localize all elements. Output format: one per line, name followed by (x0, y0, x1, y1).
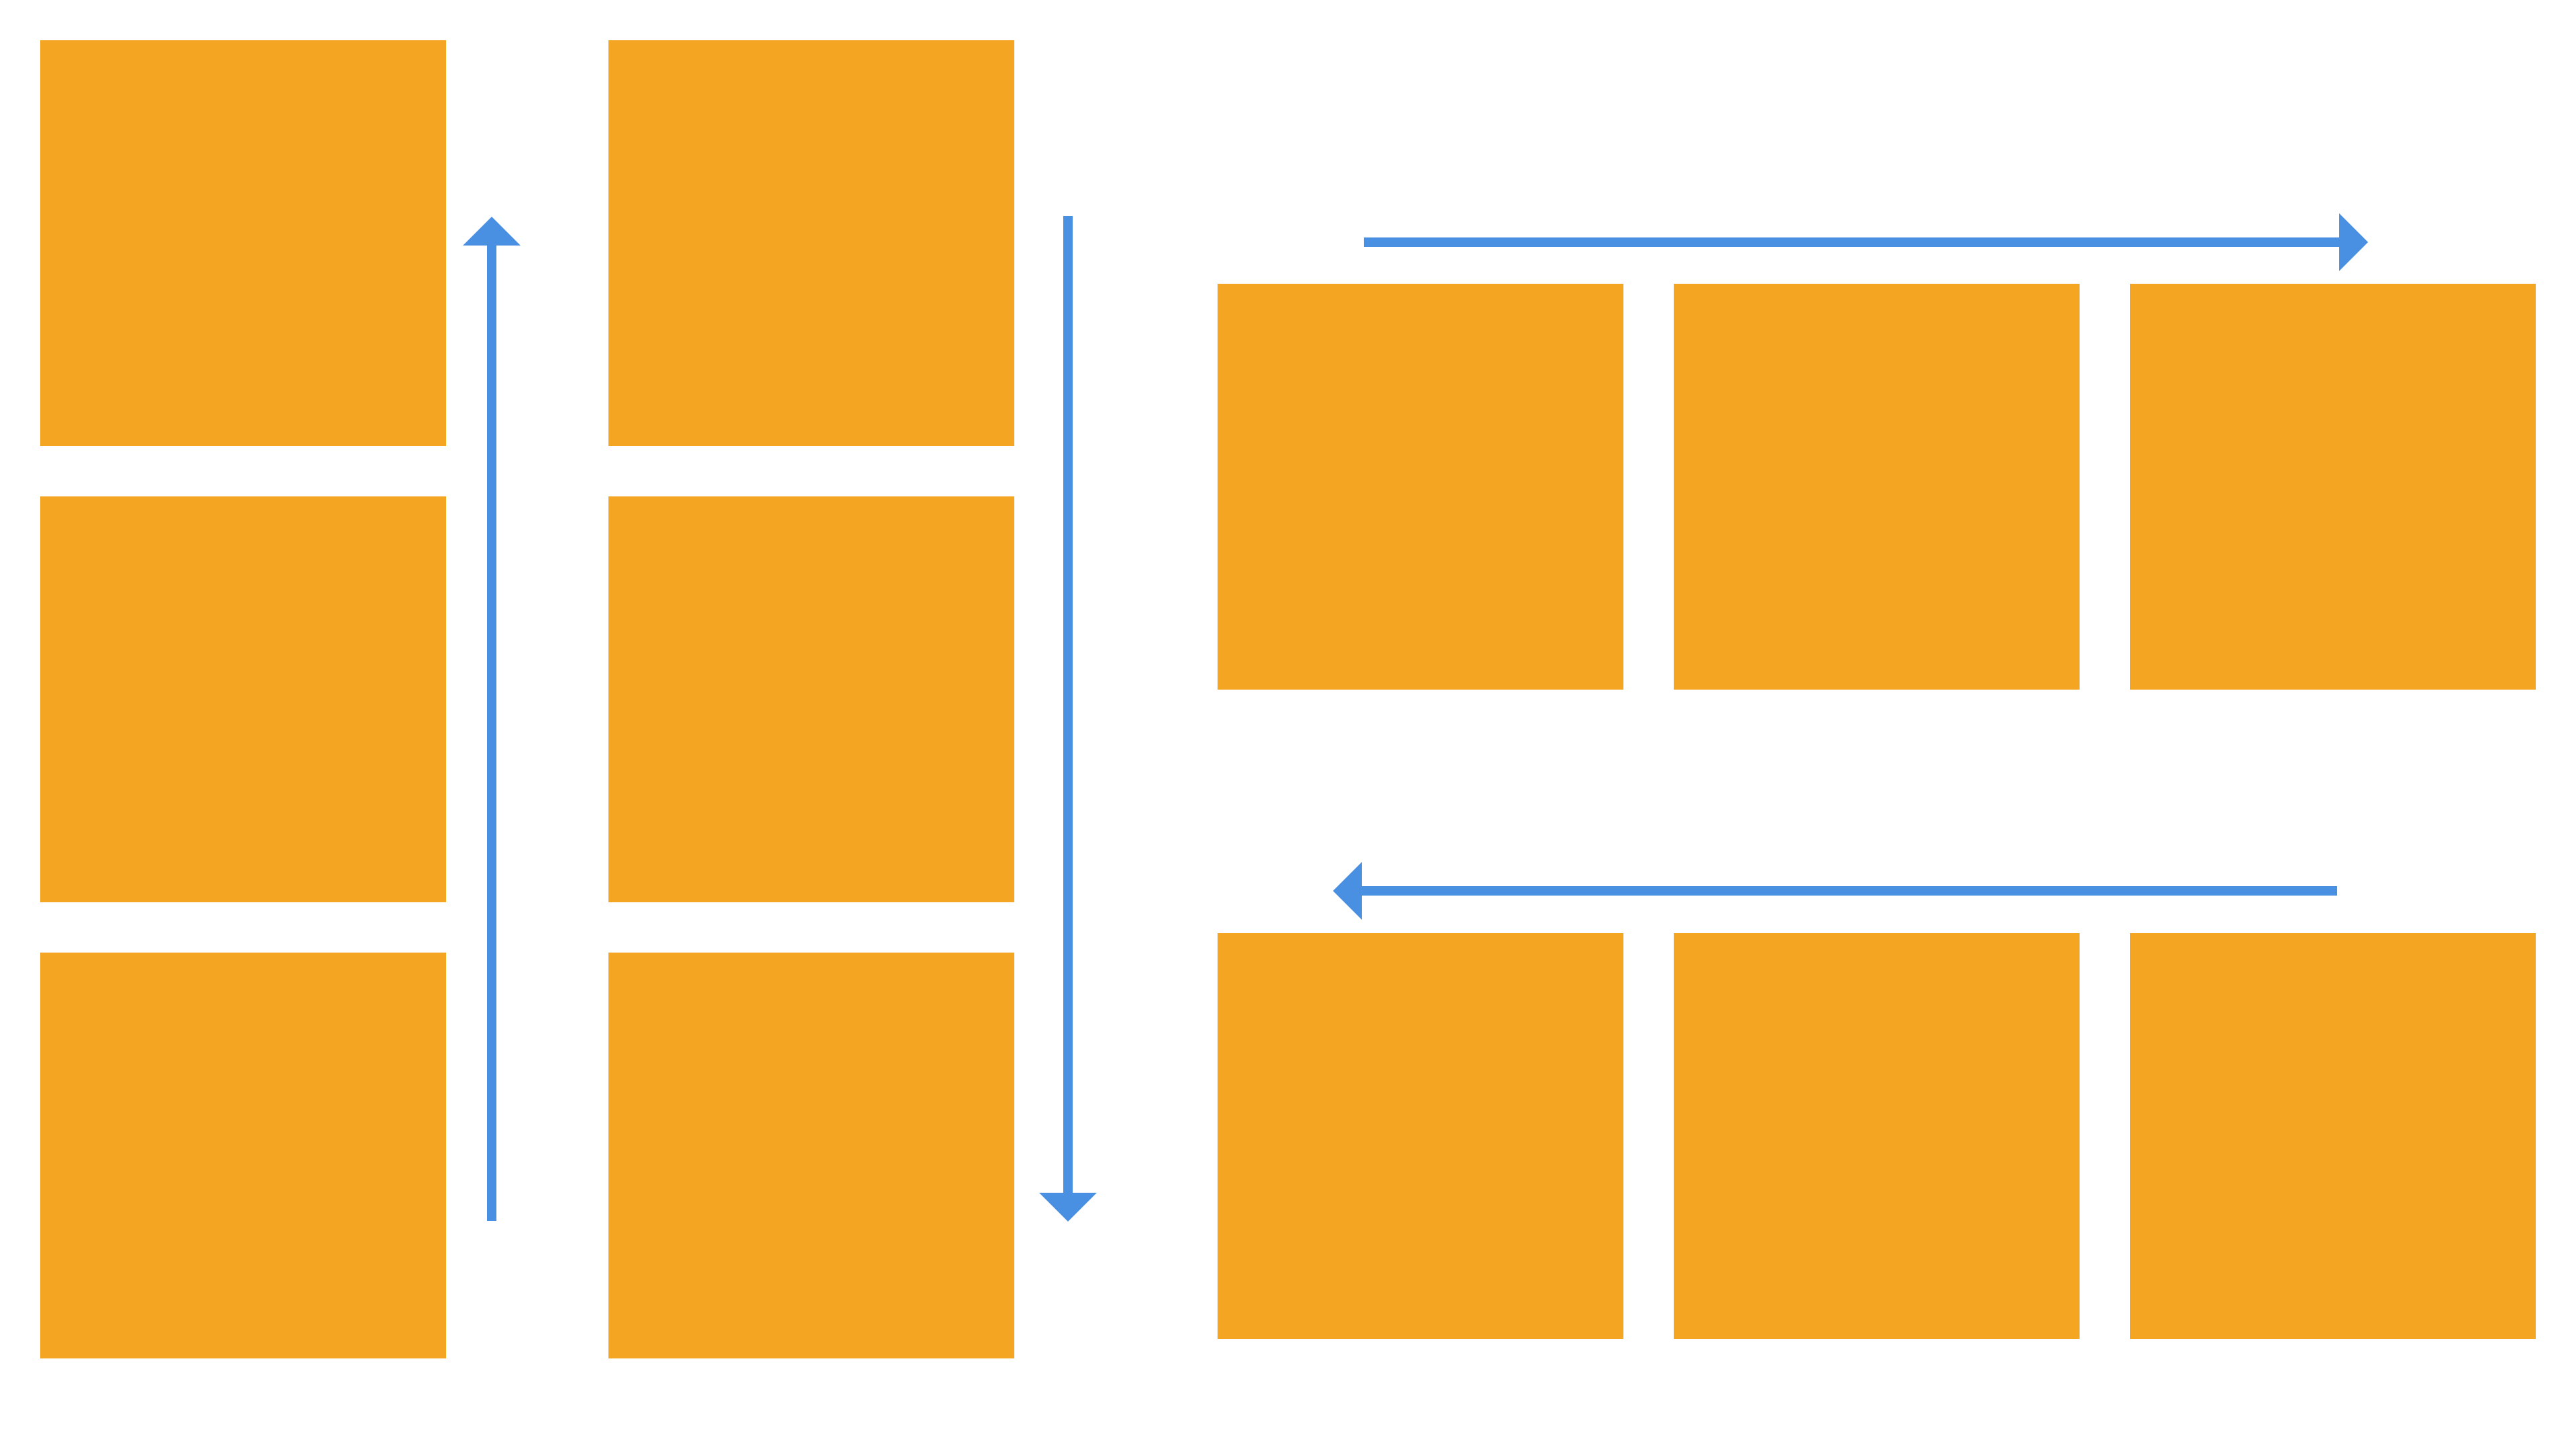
column-left-tile-1 (40, 40, 446, 446)
column-left-tile-2 (40, 496, 446, 902)
column-right-tile-3 (608, 953, 1014, 1358)
arrow-down (1039, 216, 1097, 1222)
arrow-up (463, 217, 521, 1221)
column-right-tile-2 (608, 496, 1014, 902)
arrow-left-head (1333, 862, 1362, 920)
column-left-tile-3 (40, 953, 446, 1358)
arrow-down-head (1039, 1193, 1097, 1222)
row-bottom-tile-3 (2130, 933, 2536, 1339)
row-bottom-tile-2 (1674, 933, 2080, 1339)
arrow-right-head (2339, 213, 2368, 271)
arrow-left (1333, 862, 2337, 920)
row-top-tile-2 (1674, 284, 2080, 690)
row-bottom-tile-1 (1218, 933, 1623, 1339)
row-top-tile-1 (1218, 284, 1623, 690)
row-top-tile-3 (2130, 284, 2536, 690)
column-right-tile-1 (608, 40, 1014, 446)
arrow-right (1364, 213, 2368, 271)
arrow-up-head (463, 217, 521, 246)
